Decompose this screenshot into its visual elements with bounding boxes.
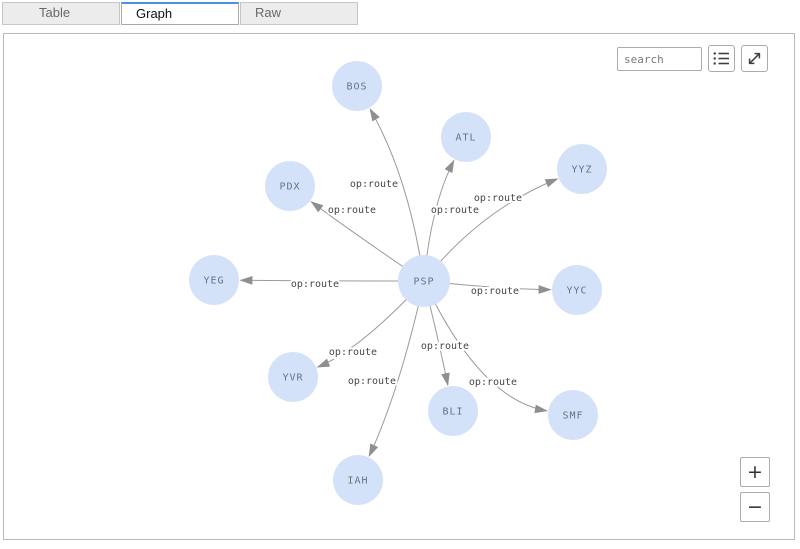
edge-label-PSP-BOS: op:route [350,179,398,190]
node-label-BOS: BOS [346,82,367,93]
node-label-SMF: SMF [562,411,583,422]
list-view-button[interactable] [708,45,735,72]
graph-node-BLI[interactable] [428,386,478,436]
graph-node-SMF[interactable] [548,390,598,440]
edge-label-PSP-YEG: op:route [291,279,339,290]
node-label-PDX: PDX [279,182,300,193]
edge-label-PSP-PDX: op:route [328,205,376,216]
node-label-ATL: ATL [455,133,476,144]
graph-edge-PSP-SMF[interactable] [423,280,548,414]
node-label-YVR: YVR [282,373,303,384]
zoom-in-button[interactable]: + [740,457,770,487]
tab-raw[interactable]: Raw [240,2,358,25]
search-input[interactable] [617,47,702,71]
edge-label-PSP-SMF: op:route [469,377,517,388]
fullscreen-button[interactable] [741,45,768,72]
edge-label-PSP-ATL: op:route [431,205,479,216]
edge-label-PSP-BLI: op:route [421,341,469,352]
node-label-IAH: IAH [347,476,368,487]
graph-node-PSP[interactable] [398,255,450,307]
graph-edge-PSP-BOS[interactable] [369,108,425,282]
expand-arrows-icon [748,52,761,65]
node-label-BLI: BLI [442,407,463,418]
list-icon [713,52,729,65]
tab-table[interactable]: Table [2,2,120,25]
graph-node-YYC[interactable] [552,265,602,315]
graph-node-BOS[interactable] [332,61,382,111]
graph-canvas[interactable]: op:routeop:routeop:routeop:routeop:route… [4,34,794,539]
graph-node-YYZ[interactable] [557,144,607,194]
node-label-YEG: YEG [203,276,224,287]
edge-label-PSP-YYZ: op:route [474,193,522,204]
tab-graph[interactable]: Graph [121,2,239,25]
node-label-PSP: PSP [413,277,434,288]
graph-toolbar [617,45,768,72]
graph-node-YVR[interactable] [268,352,318,402]
graph-node-IAH[interactable] [333,455,383,505]
edge-label-PSP-YYC: op:route [471,286,519,297]
graph-edge-PSP-IAH[interactable] [368,280,425,457]
edge-label-PSP-IAH: op:route [348,376,396,387]
graph-node-YEG[interactable] [189,255,239,305]
zoom-out-button[interactable]: − [740,492,770,522]
edge-label-PSP-YVR: op:route [329,347,377,358]
graph-node-ATL[interactable] [441,112,491,162]
node-label-YYC: YYC [566,286,587,297]
tab-bar: Table Graph Raw [2,2,359,25]
graph-node-PDX[interactable] [265,161,315,211]
node-label-YYZ: YYZ [571,165,592,176]
zoom-controls: + − [740,457,770,522]
